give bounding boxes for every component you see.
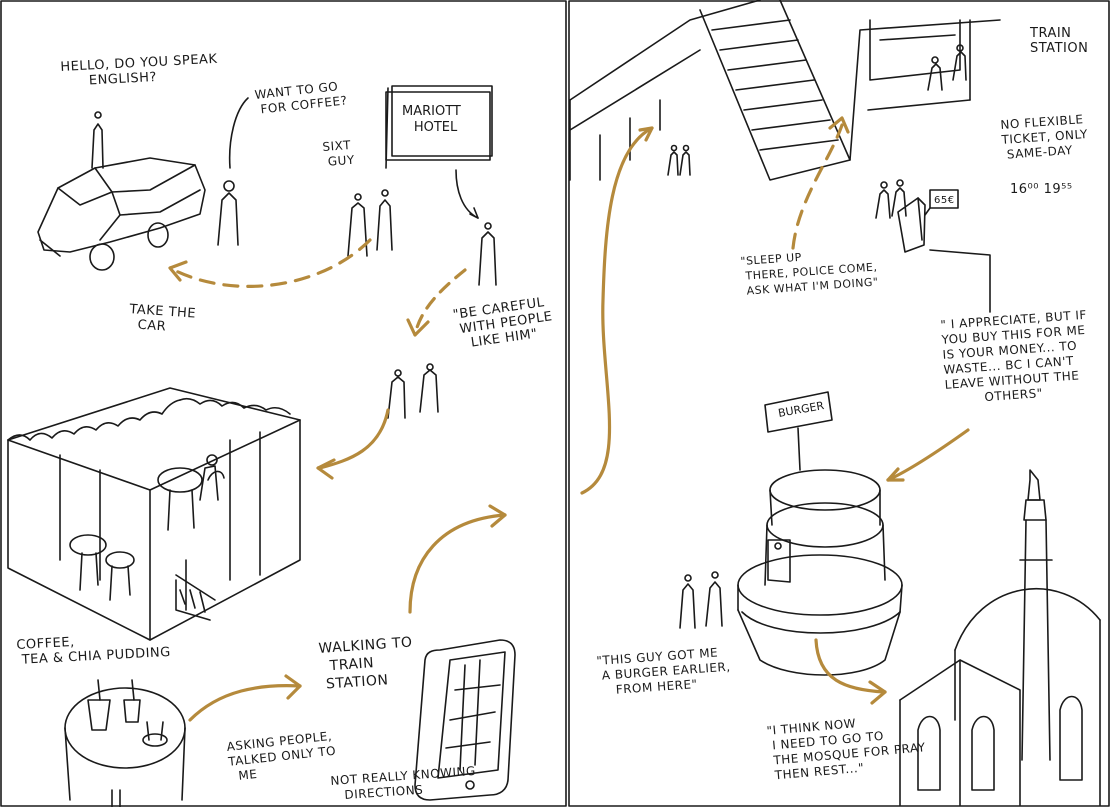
figure-right-hotel [479,223,496,285]
note-appreciate: " I appreciate, but if you buy this for … [940,308,1093,408]
note-no-ticket: No flexible ticket, only same-day [1000,112,1089,163]
cafe-interior-sketch [8,388,300,640]
hotel-sign-label: MARIOTT HOTEL [402,104,461,136]
driver-figure [92,112,103,168]
sixt-guy-figure [218,181,238,245]
car-sketch [38,158,205,270]
figures-near-burger [680,572,722,628]
burger-stand-sketch [738,392,902,675]
note-times: 16⁰⁰ 19⁵⁵ [1010,182,1073,197]
note-sixt-guy: SIXT GUY [322,138,355,170]
note-sleep-up: "Sleep up there, police come, ask what I… [740,244,879,298]
arrow-to-cafe [320,410,388,468]
mosque-sketch [900,470,1100,805]
note-walking: Walking to train station [318,633,416,693]
arrowhead-cafe [318,460,334,478]
dashed-arrow-take-car [170,240,370,286]
note-train-station: Train station [1030,26,1088,56]
speech-line-coffee [230,98,248,168]
station-stairs-sketch [570,0,1000,180]
cafe-table-sketch [65,680,185,807]
two-figures-hotel [348,190,392,256]
arrow-to-burger [888,430,968,480]
ticket-machine-sketch [876,180,958,252]
dashed-arrow-sleep [793,125,842,248]
speech-line-appreciate [930,250,990,312]
arrow-walking-up [410,515,505,612]
note-burger-guy: "This guy got me a burger earlier, from … [596,645,732,699]
arrow-to-walking [190,686,300,720]
arrow-to-station [582,128,652,493]
ticket-price-label: 65€ [934,193,955,208]
pair-near-stairs [668,146,690,176]
pair-figures-warning [388,364,438,418]
note-take-car: Take the car [128,302,197,337]
